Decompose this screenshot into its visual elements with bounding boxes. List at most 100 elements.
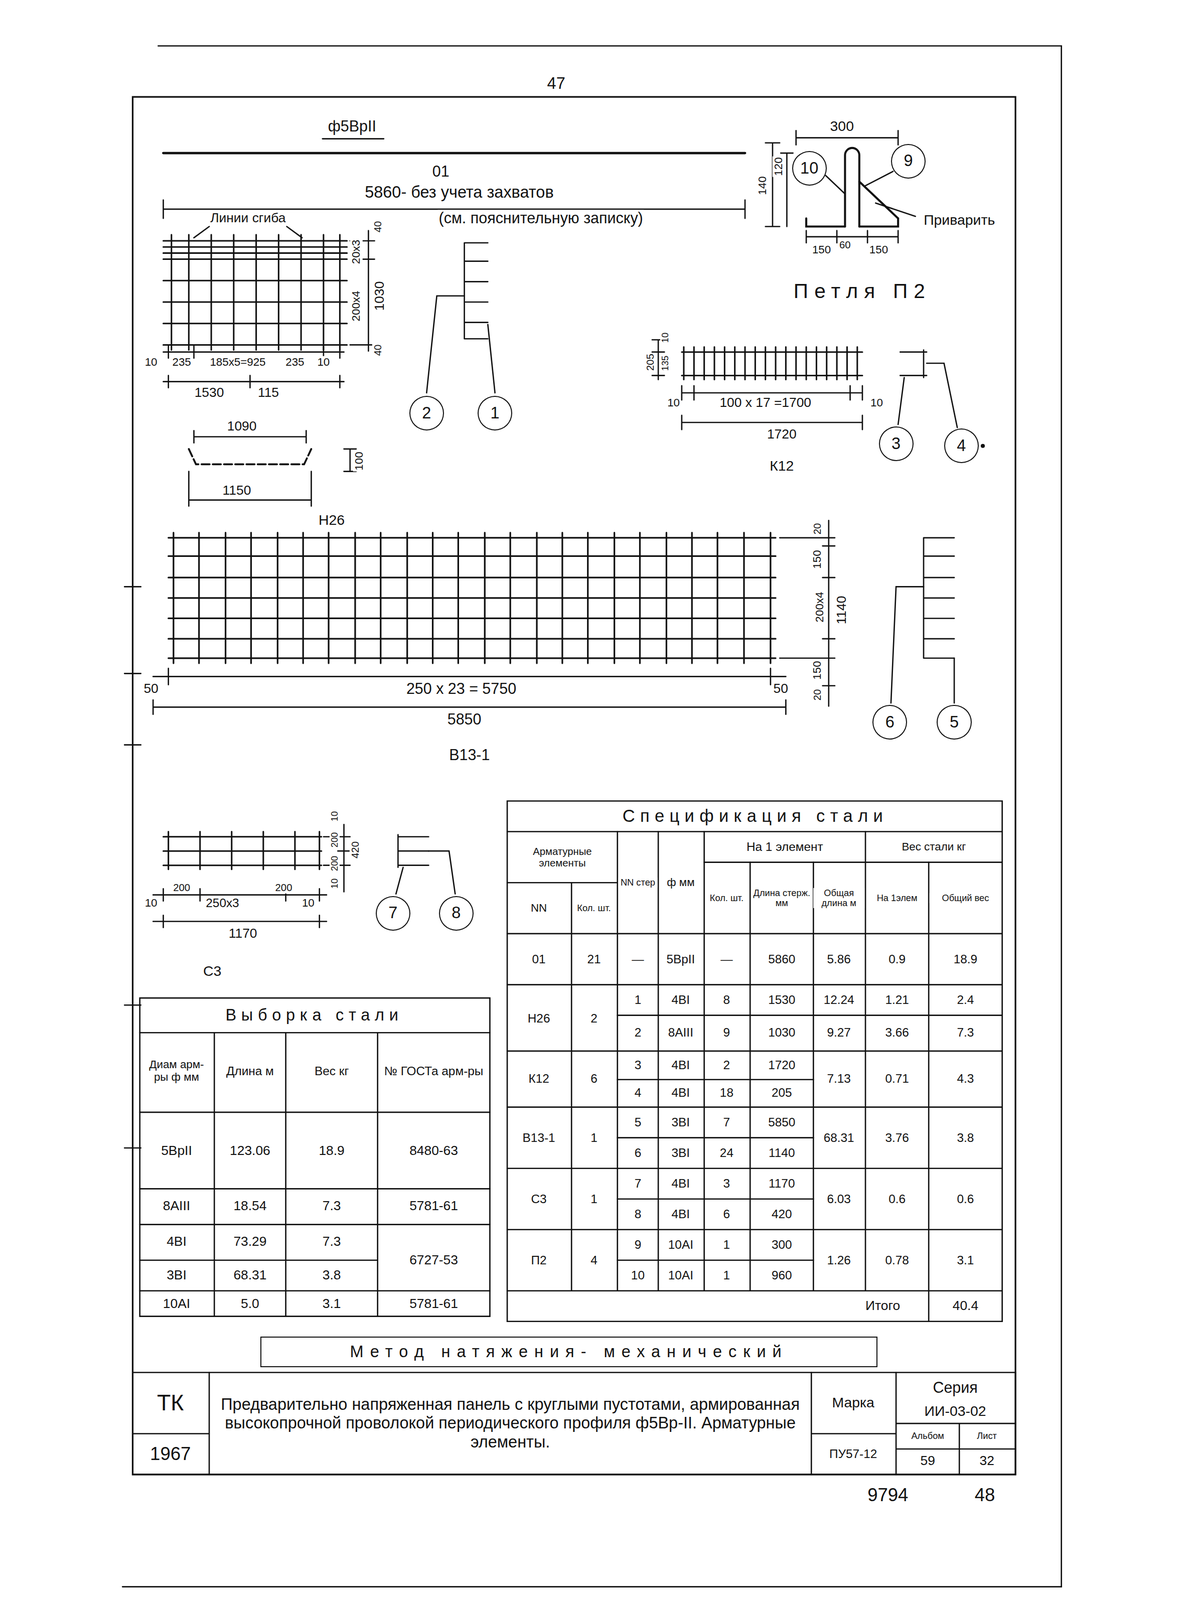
title-block-cell: Лист [975,1430,998,1441]
loop-p2-line [765,142,794,227]
loop-p2-line [844,147,859,227]
sheet-number: 9794 [866,1484,910,1505]
spec-table-cell: 1.26 [825,1253,852,1267]
callout-number: 5 [949,713,959,732]
dimension-text: 10 [329,877,340,890]
spec-table-cell: 1720 [767,1058,797,1073]
dimension-text: 1140 [834,594,850,626]
callout-number: 6 [885,713,895,732]
spec-table-cell: 10АI [667,1268,695,1283]
mesh-h26-line [464,242,489,339]
mesh-h26-line [350,230,375,352]
callout-circle: 9 [890,143,926,179]
spec-table-cell: Итого [864,1298,902,1314]
spec-table-cell: 21 [585,952,602,966]
selection-table-cell: 5781-61 [408,1198,460,1214]
dimension-text: 100 [353,451,366,472]
mesh-b13-1-line [779,520,835,706]
dimension-text: 115 [256,385,280,400]
frame-k12-line [898,363,958,428]
method-text: Метод натяжения- механический [349,1343,788,1362]
spec-table-cell: 2.4 [955,993,975,1007]
spec-table-line [507,831,1003,1291]
spec-table-cell: 7.13 [825,1071,852,1086]
spec-table-cell: 9 [633,1238,643,1252]
callout-number: 10 [800,159,819,178]
dimension-text: 200 [274,881,294,893]
spec-table-cell: 10АI [667,1238,695,1252]
spec-table-cell: 5ВрII [665,952,696,966]
dimension-text: 200 [329,854,340,872]
spec-table-line [571,831,929,1322]
spec-table-cell: — [719,952,734,966]
dimension-text: 10 [660,331,671,344]
dimension-text: Линии сгиба [209,211,287,226]
spec-table-cell: 4ВI [670,1176,692,1191]
callout-circle: 5 [936,704,972,740]
dimension-text: 250 х 23 = 5750 [405,680,518,697]
spec-table-cell: 9.27 [825,1025,852,1040]
spec-table-cell: 10 [630,1268,646,1283]
spec-table-cell: 3.76 [883,1130,910,1145]
wire-01-line [163,152,746,155]
title-block-cell: 59 [919,1453,936,1469]
dimension-text: 20х3 [350,238,363,265]
spec-table-cell: 18 [718,1086,735,1100]
spec-table-cell: 8 [633,1207,643,1222]
dimension-text: Н26 [317,512,346,529]
spec-table-cell: П2 [530,1253,548,1267]
mesh-h26-line [163,240,347,345]
callout-circle: 2 [409,395,444,431]
dimension-text: К12 [768,458,795,475]
spec-table-cell: 12.24 [822,993,856,1007]
mesh-b13-1-line [168,537,776,659]
selection-table [139,997,491,1317]
selection-table-cell: Диам арм-ры ф мм [141,1059,212,1084]
loop-p2-line [806,218,899,227]
spec-table-cell: 205 [770,1086,794,1100]
callout-circle: 8 [438,896,474,931]
spec-table-cell: 4ВI [670,1086,692,1100]
selection-table-cell: 18.9 [317,1143,346,1159]
mesh-h26-line [188,471,312,507]
mesh-c3-line [163,836,322,866]
spec-table-cell: 7 [633,1176,643,1191]
spec-table-cell: 3.1 [955,1253,975,1267]
selection-table-cell: 123.06 [228,1143,272,1159]
spec-table-cell: 01 [531,952,547,966]
sheet-frame-line [132,96,1016,1475]
spec-table-cell: 0.6 [955,1192,975,1206]
dimension-text: 1720 [766,427,798,442]
dimension-text: 50 [142,681,160,696]
spec-table-cell: 7.3 [955,1025,975,1040]
spec-table-cell: 9 [722,1025,732,1040]
dimension-text: 150 [868,243,889,257]
dimension-text: 1530 [193,385,226,400]
spec-table-cell: 1170 [767,1176,796,1191]
spec-table-cell: Кол. шт. [572,903,616,914]
title-block-cell: 1967 [149,1443,192,1464]
dimension-text: 235 [171,356,192,369]
selection-table-cell: 8480-63 [408,1143,460,1159]
spec-table-cell: 0.9 [887,952,907,966]
mesh-b13-1-line [890,586,955,703]
callout-number: 1 [490,404,500,423]
dimension-text: 250х3 [204,896,240,911]
dimension-text: 185х5=925 [208,356,267,369]
dimension-text: 50 [772,681,790,696]
dimension-text: 5860- без учета захватов [363,184,555,203]
spec-table-cell: 2 [589,1011,599,1025]
mesh-b13-1-line [923,537,955,659]
callout-circle: 4 [944,428,979,464]
callout-number: 3 [891,434,901,454]
selection-table-cell: 68.31 [232,1268,268,1283]
spec-table-cell: 4ВI [670,1058,692,1073]
spec-table-cell: 1140 [767,1146,796,1160]
dimension-text: 10 [143,356,159,369]
spec-table-cell: 1 [589,1130,599,1145]
selection-table-cell: 7.3 [321,1198,343,1214]
spec-table-cell: 960 [770,1268,794,1283]
frame-k12-line [683,346,858,380]
spec-table-cell: Вес стали кг [867,840,1000,854]
selection-table-cell: 3.1 [321,1296,343,1312]
